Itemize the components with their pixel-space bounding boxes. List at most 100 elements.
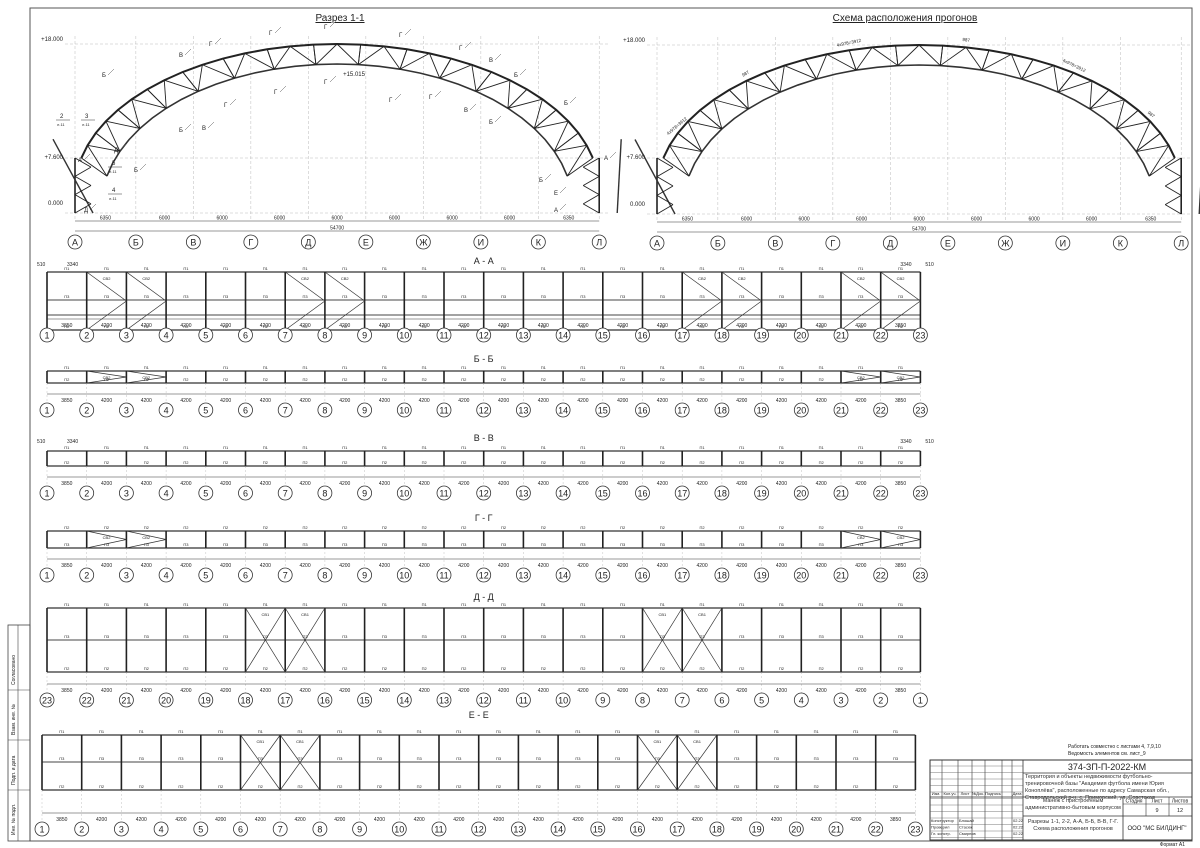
purlin-label: П2 — [580, 666, 586, 671]
purlin-label: П2 — [580, 525, 586, 530]
purlin-label: П1 — [501, 365, 507, 370]
axis-bubble — [516, 402, 531, 418]
axis-bubble — [516, 485, 531, 501]
section-1: А - АП1П2П3П1П2П3П1П2П3П1П2П3П1П2П3П1П2П… — [37, 256, 934, 343]
bay-dimension: 4200 — [816, 323, 827, 329]
truss-web — [1057, 80, 1093, 93]
axis-bubble — [997, 235, 1013, 251]
truss-web — [439, 64, 473, 79]
axis-bubble — [317, 567, 333, 583]
bay-dimension: 4200 — [339, 398, 350, 404]
axis-label: 14 — [553, 825, 563, 835]
axis-bubble — [39, 692, 55, 708]
bay-dimension: 4200 — [260, 481, 271, 487]
axis-label: 17 — [280, 696, 290, 706]
axis-bubble — [833, 402, 849, 418]
purlin-label: П1 — [104, 266, 110, 271]
axis-bubble — [833, 567, 849, 583]
bay-dimension: 4200 — [855, 688, 866, 694]
brace — [126, 271, 167, 302]
brace — [880, 300, 921, 331]
brace — [880, 530, 921, 540]
cross-brace — [681, 607, 723, 673]
purlin-label: П2 — [699, 525, 705, 530]
edge-dimension: 3340 — [900, 262, 911, 268]
purlin-label: П3 — [297, 756, 303, 761]
bay-dimension: 4200 — [220, 563, 231, 569]
purlin-label: П1 — [819, 266, 825, 271]
axis-label: 19 — [757, 489, 767, 499]
purlin-label: П1 — [342, 445, 348, 450]
purlin-label: П3 — [64, 542, 70, 547]
axis-bubble — [714, 567, 730, 583]
axis-label: 17 — [677, 571, 687, 581]
sheet-count: 12 — [1177, 808, 1183, 814]
section-mark: Д — [84, 208, 88, 214]
truss-web — [117, 109, 141, 129]
axis-bubble — [67, 234, 83, 250]
purlin-label: П3 — [734, 756, 740, 761]
purlin-label: П2 — [461, 460, 467, 465]
axis-label: Д — [305, 238, 311, 248]
purlin-label: П1 — [104, 602, 110, 607]
purlin-label: П2 — [858, 666, 864, 671]
purlin-label: П3 — [739, 542, 745, 547]
elevation-label: +15.015 — [343, 72, 366, 78]
brace — [840, 539, 881, 549]
support-web — [656, 194, 674, 206]
axis-label: 20 — [791, 825, 801, 835]
purlin-label: П3 — [99, 756, 105, 761]
arch-top-chord — [80, 42, 594, 159]
axis-label: 1 — [44, 406, 49, 416]
note-2: Ведомость элементов см. лист_9 — [1068, 751, 1146, 757]
purlin-label: П1 — [59, 729, 65, 734]
axis-bubble — [238, 692, 253, 708]
axis-label: 10 — [399, 331, 409, 341]
bay-dimension: 4200 — [577, 398, 588, 404]
purlin-label: П1 — [694, 729, 700, 734]
purlin-label: П3 — [655, 756, 661, 761]
section-mark: Б — [514, 73, 518, 79]
purlin-label: П1 — [819, 445, 825, 450]
axis-label: 13 — [518, 331, 528, 341]
axis-bubble — [119, 402, 134, 418]
bay-dimension: 6350 — [100, 216, 111, 222]
axis-label: 21 — [836, 489, 846, 499]
purlin-label: П1 — [699, 365, 705, 370]
truss-web — [897, 44, 920, 66]
bay-dimension: 4200 — [180, 563, 191, 569]
purlin-label: П2 — [541, 525, 547, 530]
section-mark: А — [554, 208, 558, 214]
axis-label: 4 — [164, 489, 169, 499]
purlin-label: П3 — [461, 634, 467, 639]
purlin-label: П1 — [541, 602, 547, 607]
axis-label: 3 — [124, 406, 129, 416]
stamp-replace-label: Взам. инв. № — [11, 704, 17, 735]
brace — [324, 271, 365, 302]
purlin-label: П3 — [263, 542, 269, 547]
bay-dimension: 3850 — [895, 481, 906, 487]
axis-label: 7 — [283, 406, 288, 416]
bay-dimension: 4200 — [776, 688, 787, 694]
purlin-label: П3 — [541, 294, 547, 299]
bay-dimension: 4200 — [379, 563, 390, 569]
tb-name: Смирнов — [959, 831, 976, 836]
brace-label: СВ2 — [897, 375, 906, 380]
purlin-label: П2 — [774, 784, 780, 789]
axis-bubble — [396, 485, 412, 501]
purlin-label: П1 — [814, 729, 820, 734]
axis-label: 21 — [836, 331, 846, 341]
purlin-label: П3 — [377, 756, 383, 761]
bay-dimension: 4200 — [379, 688, 390, 694]
purlin-label: П1 — [104, 365, 110, 370]
tb-col-header: Лист — [961, 791, 970, 796]
axis-label: 11 — [519, 696, 528, 706]
axis-label: 14 — [399, 696, 409, 706]
axis-label: 1 — [39, 825, 44, 835]
axis-bubble — [833, 485, 849, 501]
bay-dimension: 4200 — [657, 323, 668, 329]
purlin-label: П3 — [739, 294, 745, 299]
axis-label: 3 — [124, 571, 129, 581]
axis-label: И — [478, 238, 484, 248]
axis-bubble — [39, 327, 55, 343]
